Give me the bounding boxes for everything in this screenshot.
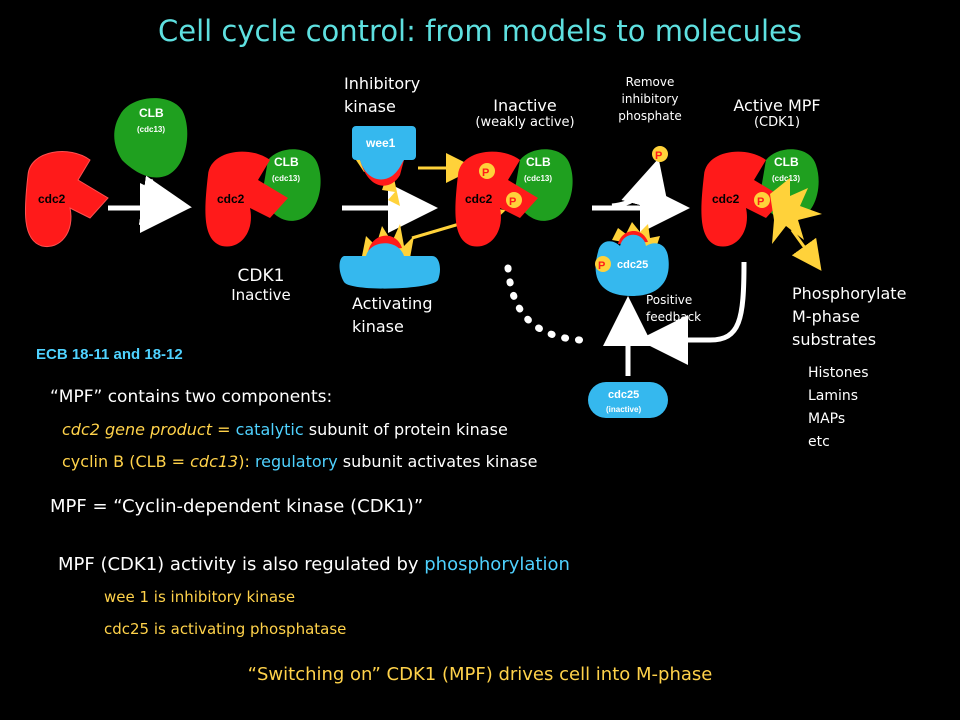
phosphorylate-label: Phosphorylate M-phase substrates bbox=[792, 284, 907, 349]
positive-feedback-label: Positive feedback bbox=[646, 293, 702, 324]
clb-label: CLB bbox=[274, 155, 299, 169]
cdc25-inactive: cdc25 (inactive) bbox=[588, 382, 668, 418]
substrate-item: MAPs bbox=[808, 411, 846, 427]
ecb-reference: ECB 18-11 and 18-12 bbox=[36, 346, 183, 363]
page-title: Cell cycle control: from models to molec… bbox=[158, 14, 802, 48]
p-label: P bbox=[598, 260, 605, 272]
cdk1-label: CDK1 Inactive bbox=[231, 266, 291, 304]
cyclin-line: cyclin B (CLB = cdc13): regulatory subun… bbox=[62, 452, 538, 471]
clb-label: CLB bbox=[526, 155, 551, 169]
phosphate-icon bbox=[506, 192, 522, 208]
active-mpf-label: Active MPF (CDK1) bbox=[733, 96, 821, 130]
remove-phosphate-label: Remove inhibitory phosphate bbox=[618, 75, 682, 123]
phosphate-icon bbox=[479, 163, 495, 179]
cdc2-line: cdc2 gene product = catalytic subunit of… bbox=[62, 420, 508, 439]
wee1-kinase: wee1 bbox=[352, 126, 416, 206]
cdc13-label: (cdc13) bbox=[524, 174, 552, 183]
dotted-arrow bbox=[504, 264, 584, 344]
cdc2-free: cdc2 bbox=[24, 151, 109, 248]
binding-arrow bbox=[138, 175, 192, 226]
clb-label: CLB bbox=[139, 106, 164, 120]
cdc25-active: P cdc25 bbox=[595, 222, 669, 296]
mpf-components-heading: “MPF” contains two components: bbox=[50, 387, 333, 407]
cdc25-label: cdc25 bbox=[617, 259, 648, 271]
substrate-item: Histones bbox=[808, 365, 869, 381]
switching-statement: “Switching on” CDK1 (MPF) drives cell in… bbox=[247, 664, 713, 685]
cdc2-label: cdc2 bbox=[465, 192, 493, 206]
wee1-line: wee 1 is inhibitory kinase bbox=[104, 588, 296, 606]
p-label: P bbox=[482, 167, 489, 179]
activating-kinase-label: Activating kinase bbox=[352, 294, 433, 336]
phosphate-removal-arrow bbox=[611, 158, 670, 214]
cdc13-label: (cdc13) bbox=[772, 174, 800, 183]
positive-feedback-arrow bbox=[638, 261, 747, 365]
mpf-regulation: MPF (CDK1) activity is also regulated by… bbox=[58, 554, 570, 575]
active-mpf: CLB (cdc13) cdc2 P bbox=[701, 149, 822, 247]
p-label: P bbox=[757, 196, 764, 208]
p-label: P bbox=[655, 150, 662, 162]
mpf-definition: MPF = “Cyclin-dependent kinase (CDK1)” bbox=[50, 496, 424, 517]
wee1-label: wee1 bbox=[365, 136, 396, 150]
clb-label: CLB bbox=[774, 155, 799, 169]
cdc2-label: cdc2 bbox=[712, 192, 740, 206]
substrate-item: etc bbox=[808, 434, 830, 450]
cdc13-label: (cdc13) bbox=[137, 125, 165, 134]
inactive-label: Inactive (weakly active) bbox=[475, 96, 575, 130]
cdc25-line: cdc25 is activating phosphatase bbox=[104, 620, 347, 638]
inactive-complex: CLB (cdc13) cdc2 P P bbox=[455, 149, 573, 247]
phosphate-icon bbox=[754, 192, 770, 208]
substrate-arrow bbox=[790, 229, 822, 271]
inhibitory-kinase-label: Inhibitory kinase bbox=[344, 74, 421, 116]
cdc25-label: cdc25 bbox=[608, 389, 639, 401]
phosphate-icon bbox=[652, 146, 668, 162]
cdk1-complex: CLB (cdc13) cdc2 bbox=[205, 149, 321, 247]
clb-free: CLB (cdc13) bbox=[114, 98, 188, 178]
p-label: P bbox=[509, 196, 516, 208]
substrate-item: Lamins bbox=[808, 388, 859, 404]
cdc25-inactive-label: (inactive) bbox=[606, 405, 641, 414]
phosphate-icon bbox=[595, 256, 611, 272]
substrate-list: Histones Lamins MAPs etc bbox=[808, 362, 869, 454]
cdc2-label: cdc2 bbox=[38, 192, 66, 206]
cdc2-label: cdc2 bbox=[217, 192, 245, 206]
activating-kinase bbox=[339, 224, 440, 289]
cdc13-label: (cdc13) bbox=[272, 174, 300, 183]
